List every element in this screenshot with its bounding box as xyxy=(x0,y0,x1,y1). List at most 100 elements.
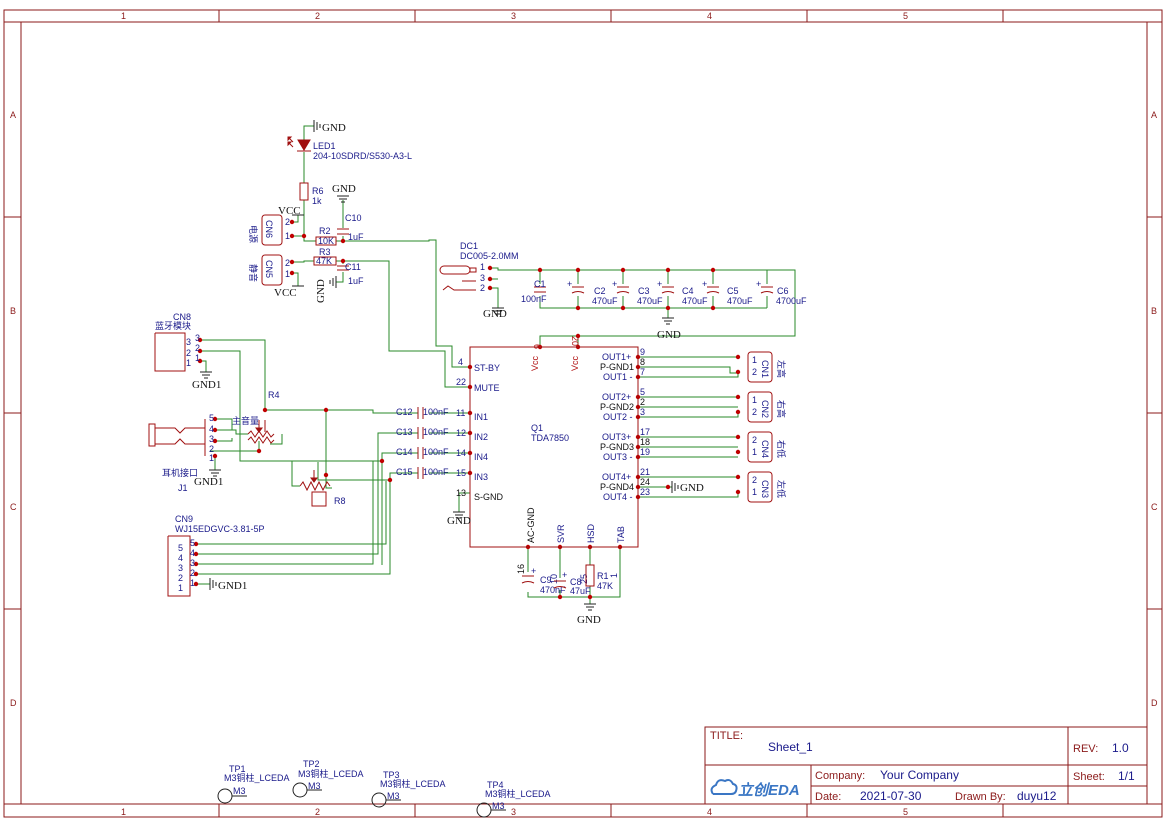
r3[interactable]: R3 47K xyxy=(313,247,337,266)
junction-dots xyxy=(193,219,741,600)
svg-text:1: 1 xyxy=(209,453,214,463)
svg-text:2: 2 xyxy=(752,407,757,417)
cn5-connector[interactable]: 21 CN5 静音 xyxy=(248,254,290,286)
cn1-value: 左高 xyxy=(776,360,787,378)
c5-value: 470uF xyxy=(727,296,753,306)
c5[interactable]: + C5 470uF xyxy=(702,279,753,306)
c12[interactable]: C12 100nF xyxy=(396,407,449,419)
pin-name: OUT4+ xyxy=(602,472,631,482)
frame-row-labels: A B C D A B C D xyxy=(10,110,1158,708)
svg-text:4: 4 xyxy=(178,553,183,563)
r4-volume-pot[interactable]: R4 主音量 xyxy=(232,390,280,444)
r3-value: 47K xyxy=(316,256,332,266)
led1-designator: LED1 xyxy=(313,141,336,151)
cn9-value: WJ15EDGVC-3.81-5P xyxy=(175,524,265,534)
cn2-connector[interactable]: 12 CN2 右高 xyxy=(747,391,787,423)
cn9-terminal[interactable]: 543 21 543 21 CN9 WJ15EDGVC-3.81-5P xyxy=(167,514,265,597)
tp4-value: M3铜柱_LCEDA xyxy=(485,788,551,799)
cn4-connector[interactable]: 21 CN4 右低 xyxy=(747,431,787,463)
row-label: D xyxy=(10,698,17,708)
tp2[interactable]: TP2 M3铜柱_LCEDA M3 xyxy=(292,759,364,798)
c12-designator: C12 xyxy=(396,407,413,417)
cn2-value: 右高 xyxy=(776,400,787,418)
cn2-designator: CN2 xyxy=(760,400,770,418)
c9-designator: C9 xyxy=(540,575,552,585)
pin-name: TAB xyxy=(616,526,626,543)
r8-dual-pot[interactable]: R8 xyxy=(299,470,346,507)
j1-headphone-jack[interactable]: 543 21 耳机接口 J1 xyxy=(148,413,214,493)
pin-name: OUT1 - xyxy=(603,372,633,382)
led1[interactable]: LED1 204-10SDRD/S530-A3-L xyxy=(287,136,412,161)
svg-text:3: 3 xyxy=(195,333,200,343)
sheet-label: Sheet: xyxy=(1073,771,1105,783)
svg-text:1: 1 xyxy=(178,583,183,593)
c15[interactable]: C15 100nF xyxy=(396,467,449,479)
r6[interactable]: R6 1k xyxy=(299,182,324,206)
c11[interactable]: C11 1uF xyxy=(337,262,364,286)
date-value: 2021-07-30 xyxy=(860,789,922,803)
r1-value: 47K xyxy=(597,581,613,591)
svg-text:5: 5 xyxy=(190,538,195,548)
pin-num: 16 xyxy=(516,564,526,574)
pin-num: 13 xyxy=(456,488,466,498)
tp4[interactable]: TP4 M3铜柱_LCEDA M3 xyxy=(476,780,551,818)
svg-text:2: 2 xyxy=(186,348,191,358)
pin-num: 10 xyxy=(549,574,559,584)
col-label: 4 xyxy=(707,807,712,817)
c10[interactable]: C10 1uF xyxy=(337,213,364,242)
vcc-label: VCC xyxy=(278,205,301,217)
c1[interactable]: C1 100nF xyxy=(521,279,547,304)
r1[interactable]: R1 47K xyxy=(585,564,613,591)
r3-designator: R3 xyxy=(319,247,331,257)
sheet-value: 1/1 xyxy=(1118,769,1135,783)
cn5-value: 静音 xyxy=(248,264,259,282)
j1-value: 耳机接口 xyxy=(162,467,198,478)
pin-num: 4 xyxy=(458,357,463,367)
tp3[interactable]: TP3 M3铜柱_LCEDA M3 xyxy=(371,770,446,808)
q1-tda7850[interactable]: Q1 TDA7850 4 ST-BY 22 MUTE 11 IN1 12 IN2… xyxy=(456,336,650,584)
svg-text:5: 5 xyxy=(209,413,214,423)
gnd-label: GND xyxy=(332,183,356,195)
c13[interactable]: C13 100nF xyxy=(396,427,449,439)
r1-designator: R1 xyxy=(597,571,609,581)
c9[interactable]: + C9 470nF xyxy=(521,566,566,595)
rev-value: 1.0 xyxy=(1112,741,1129,755)
col-label: 3 xyxy=(511,807,516,817)
svg-text:2: 2 xyxy=(195,343,200,353)
company-label: Company: xyxy=(815,770,865,782)
cn8-connector[interactable]: 321 321 CN8 蓝牙模块 xyxy=(154,312,200,372)
tp1[interactable]: TP1 M3铜柱_LCEDA M3 xyxy=(217,764,290,804)
eda-logo: 立创EDA xyxy=(738,781,800,799)
gnd-label: GND xyxy=(680,482,704,494)
tp2-pin: M3 xyxy=(308,781,321,791)
c4[interactable]: + C4 470uF xyxy=(657,279,708,306)
cn3-connector[interactable]: 21 CN3 左低 xyxy=(747,471,787,503)
tp1-value: M3铜柱_LCEDA xyxy=(224,772,290,783)
j1-designator: J1 xyxy=(178,483,188,493)
svg-text:2: 2 xyxy=(285,258,290,268)
cn6-connector[interactable]: 21 CN6 电源 xyxy=(248,214,290,246)
r2[interactable]: R2 10K xyxy=(315,226,337,246)
pin-num: 2 xyxy=(640,397,645,407)
gnd-label: GND xyxy=(447,515,471,527)
cn6-value: 电源 xyxy=(248,225,259,243)
dc1-value: DC005-2.0MM xyxy=(460,251,519,261)
pin-num: 5 xyxy=(640,387,645,397)
q1-part: TDA7850 xyxy=(531,433,569,443)
dc1-jack[interactable]: 132 DC1 DC005-2.0MM xyxy=(439,241,519,293)
q1-designator: Q1 xyxy=(531,423,543,433)
c14[interactable]: C14 100nF xyxy=(396,447,449,459)
cn1-connector[interactable]: 12 CN1 左高 xyxy=(747,351,787,383)
pin-name: IN1 xyxy=(474,412,488,422)
c6[interactable]: + C6 4700uF xyxy=(756,279,807,306)
rev-label: REV: xyxy=(1073,743,1098,755)
c2[interactable]: + C2 470uF xyxy=(567,279,618,306)
c3[interactable]: + C3 470uF xyxy=(612,279,663,306)
c8[interactable]: + C8 47uF xyxy=(553,570,591,596)
gnd-symbol: GND xyxy=(313,120,346,134)
drawn-by-label: Drawn By: xyxy=(955,791,1006,803)
pin-num: 12 xyxy=(456,428,466,438)
pin-name: Vcc xyxy=(530,355,540,371)
c6-value: 4700uF xyxy=(776,296,807,306)
